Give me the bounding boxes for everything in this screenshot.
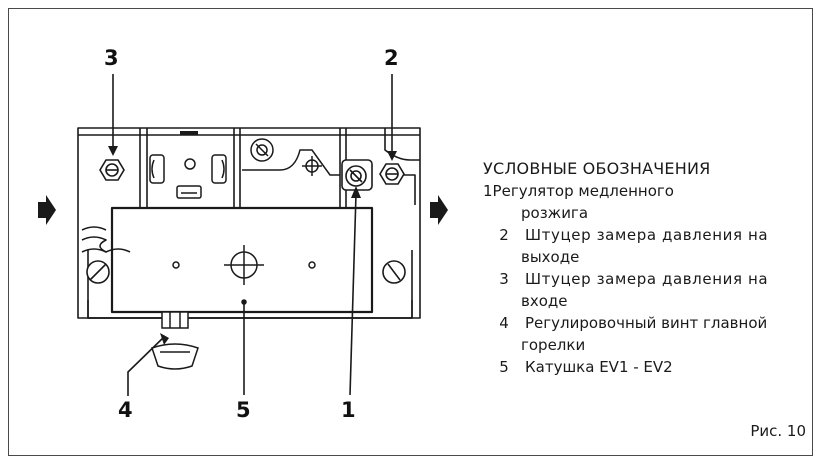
legend-item-4: 4 Регулировочный винт главной горелки [483, 312, 813, 356]
legend-item-text-continued: входе [521, 292, 568, 310]
slow-ignition-regulator [341, 159, 373, 191]
gas-inlet-arrow-icon [38, 195, 56, 225]
figure-label: Рис. 10 [750, 422, 806, 440]
legend-item-number: 3 [499, 270, 509, 288]
legend-item-text-continued: выходе [521, 248, 580, 266]
main-burner-adjust-screw [151, 311, 199, 370]
legend-item-number: 2 [499, 226, 509, 244]
gas-outlet-arrow-icon [430, 195, 448, 225]
outlet-pressure-tap [379, 163, 405, 185]
legend-item-text: Штуцер замера давления на [525, 270, 769, 288]
legend-item-3: 3 Штуцер замера давления на входе [483, 268, 813, 312]
legend-item-1: 1Регулятор медленного розжига [483, 180, 813, 224]
legend: УСЛОВНЫЕ ОБОЗНАЧЕНИЯ 1Регулятор медленно… [483, 158, 813, 378]
legend-item-2: 2 Штуцер замера давления на выходе [483, 224, 813, 268]
callout-2: 2 [384, 46, 399, 70]
legend-item-text: Катушка EV1 - EV2 [525, 358, 673, 376]
figure-frame [8, 8, 813, 456]
legend-item-text: Регулировочный винт главной [525, 314, 768, 332]
legend-item-text: Штуцер замера давления на [525, 226, 769, 244]
legend-item-text-continued: розжига [521, 204, 589, 222]
callout-5: 5 [236, 398, 251, 422]
callout-3: 3 [104, 46, 119, 70]
legend-item-number: 5 [499, 358, 509, 376]
legend-title: УСЛОВНЫЕ ОБОЗНАЧЕНИЯ [483, 159, 711, 178]
legend-item-text: Регулятор медленного [492, 182, 674, 200]
legend-item-number: 1 [483, 182, 493, 200]
callout-4: 4 [118, 398, 133, 422]
legend-item-5: 5 Катушка EV1 - EV2 [483, 356, 813, 378]
legend-item-number: 4 [499, 314, 509, 332]
inlet-pressure-tap [99, 159, 125, 181]
legend-item-text-continued: горелки [521, 336, 586, 354]
callout-1: 1 [341, 398, 356, 422]
